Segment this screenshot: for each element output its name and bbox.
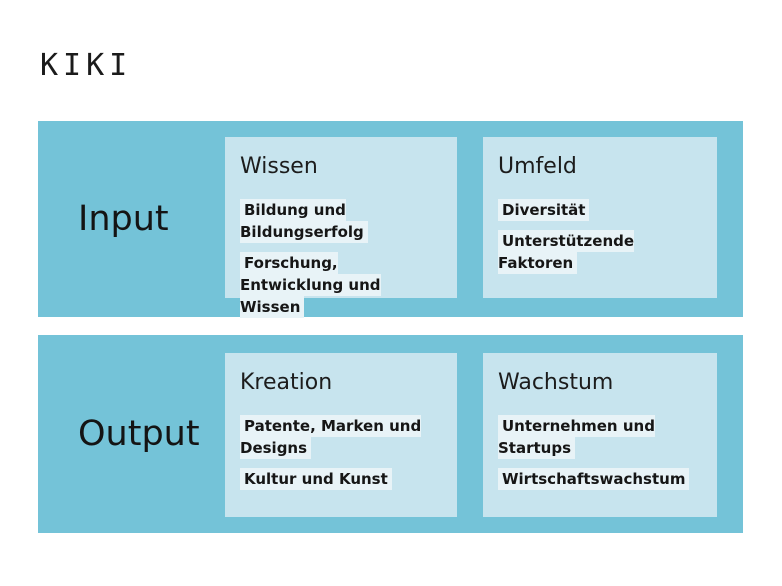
- card-item: Diversität: [498, 199, 702, 221]
- card-umfeld: Umfeld Diversität Unterstützende Faktore…: [483, 137, 717, 298]
- card-wissen: Wissen Bildung und Bildungserfolg Forsch…: [225, 137, 457, 318]
- item-highlight: Forschung, Entwicklung und Wissen: [240, 252, 381, 318]
- item-highlight: Patente, Marken und Designs: [240, 415, 422, 459]
- item-highlight: Wirtschaftswachstum: [498, 468, 690, 490]
- item-highlight: Bildung und Bildungserfolg: [240, 199, 368, 243]
- card-heading: Wissen: [240, 154, 318, 179]
- item-highlight: Diversität: [498, 199, 590, 221]
- page-title: KIKI: [40, 48, 133, 83]
- card-item: Unternehmen und Startups: [498, 415, 702, 459]
- card-kreation: Kreation Patente, Marken und Designs Kul…: [225, 353, 457, 517]
- band-input-label: Input: [78, 199, 169, 239]
- card-heading: Umfeld: [498, 154, 577, 179]
- card-heading: Wachstum: [498, 370, 614, 395]
- card-wachstum: Wachstum Unternehmen und Startups Wirtsc…: [483, 353, 717, 517]
- band-output: Output Kreation Patente, Marken und Desi…: [38, 335, 743, 533]
- item-highlight: Unternehmen und Startups: [498, 415, 655, 459]
- card-item: Wirtschaftswachstum: [498, 468, 702, 490]
- card-item: Kultur und Kunst: [240, 468, 442, 490]
- band-input: Input Wissen Bildung und Bildungserfolg …: [38, 121, 743, 318]
- card-item: Forschung, Entwicklung und Wissen: [240, 252, 442, 318]
- card-item: Unterstützende Faktoren: [498, 230, 702, 274]
- band-output-label: Output: [78, 414, 200, 454]
- item-highlight: Unterstützende Faktoren: [498, 230, 635, 274]
- card-item: Bildung und Bildungserfolg: [240, 199, 442, 243]
- item-highlight: Kultur und Kunst: [240, 468, 392, 490]
- card-heading: Kreation: [240, 370, 333, 395]
- card-item: Patente, Marken und Designs: [240, 415, 442, 459]
